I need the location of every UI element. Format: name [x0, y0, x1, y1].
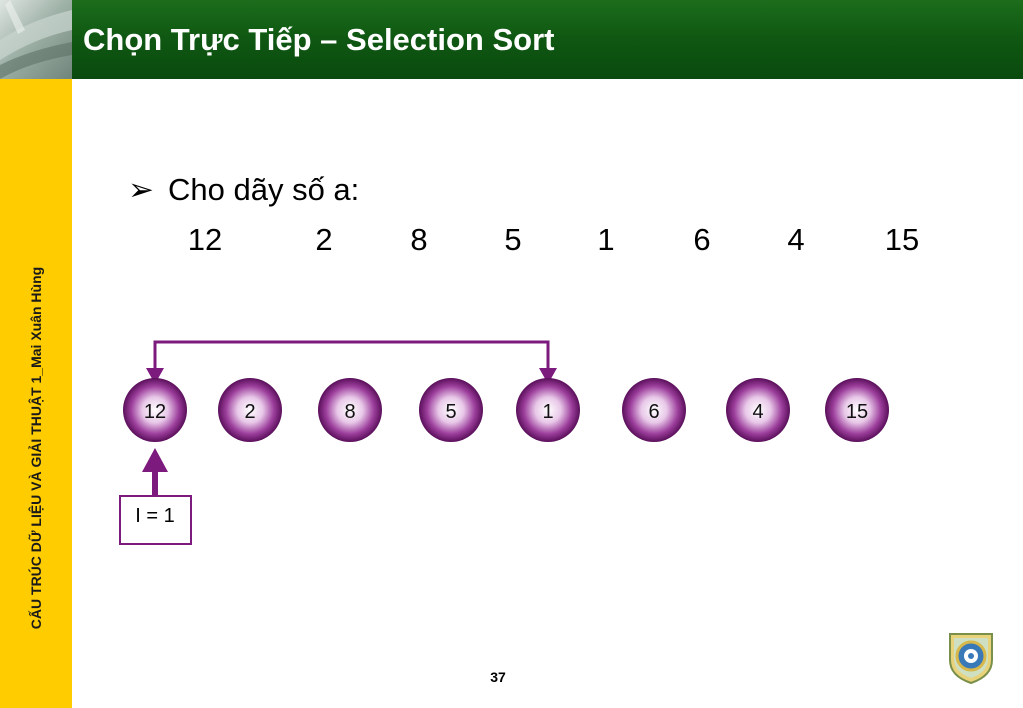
array-value-1: 12 [187, 222, 223, 257]
index-label: I = 1 [135, 505, 174, 527]
array-value-2: 2 [315, 222, 333, 257]
title-bar: Chọn Trực Tiếp – Selection Sort [72, 0, 1023, 79]
node-5: 5 [419, 378, 483, 442]
node-label: 8 [344, 401, 355, 423]
node-4: 4 [726, 378, 790, 442]
node-label: 1 [542, 401, 553, 423]
bullet-text: Cho dãy số a: [168, 172, 360, 207]
array-value-5: 1 [597, 222, 615, 257]
array-value-8: 15 [884, 222, 920, 257]
array-value-7: 4 [787, 222, 805, 257]
node-2: 2 [218, 378, 282, 442]
node-label: 2 [244, 401, 255, 423]
array-value-3: 8 [410, 222, 428, 257]
corner-photo [0, 0, 72, 79]
arrow-head-icon [539, 368, 557, 384]
node-8: 8 [318, 378, 382, 442]
node-15: 15 [825, 378, 889, 442]
sidebar [0, 79, 72, 708]
bullet-arrow-icon: ➢ [128, 172, 154, 207]
node-6: 6 [622, 378, 686, 442]
slide-title: Chọn Trực Tiếp – Selection Sort [83, 22, 555, 57]
swap-connector [146, 340, 557, 384]
node-1: 1 [516, 378, 580, 442]
array-nodes: 12 2 8 5 1 6 4 15 [123, 378, 889, 442]
up-arrow-icon [142, 448, 168, 472]
index-pointer: I = 1 [119, 448, 192, 545]
array-value-4: 5 [504, 222, 522, 257]
node-label: 4 [752, 401, 763, 423]
university-crest-icon [949, 633, 993, 685]
node-label: 15 [846, 401, 868, 423]
node-label: 5 [445, 401, 456, 423]
node-12: 12 [123, 378, 187, 442]
node-label: 6 [648, 401, 659, 423]
node-label: 12 [144, 401, 166, 423]
page-number: 37 [490, 669, 506, 685]
arrow-head-icon [146, 368, 164, 384]
array-value-6: 6 [693, 222, 711, 257]
bullet-line: ➢ Cho dãy số a: [128, 172, 359, 208]
